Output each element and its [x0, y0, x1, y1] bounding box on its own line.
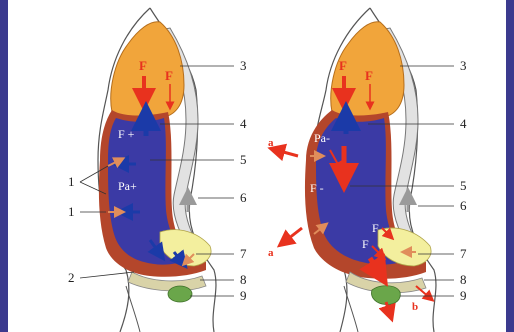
right-F-label-2: F: [365, 68, 373, 83]
left-num-5: 5: [240, 152, 247, 167]
left-num-9: 9: [240, 288, 247, 303]
right-rectum-green: [371, 286, 400, 305]
right-a-lower-label: a: [268, 247, 274, 259]
left-leg-outline: [126, 286, 140, 332]
right-num-4: 4: [460, 116, 467, 131]
right-Pa-minus-label: Pa-: [314, 131, 330, 145]
left-num-7: 7: [240, 246, 247, 261]
left-num-1a: 1: [68, 174, 75, 189]
left-F-label-1: F: [139, 58, 147, 73]
left-rectum-green: [168, 286, 192, 302]
right-leg-outline: [344, 286, 358, 332]
left-F-plus-label: F +: [118, 127, 135, 141]
left-num-2: 2: [68, 270, 75, 285]
right-torso-figure: F F Pa- F - a a F F: [268, 8, 467, 332]
left-leader-2: [80, 272, 134, 278]
left-num-3: 3: [240, 58, 247, 73]
left-torso-figure: F F F + Pa+: [68, 8, 247, 332]
left-Pa-plus-label: Pa+: [118, 179, 137, 193]
right-b-label: b: [412, 301, 418, 313]
right-F-lower-label-2: F: [362, 237, 369, 251]
right-F-label-1: F: [339, 58, 347, 73]
right-num-8: 8: [460, 272, 467, 287]
right-num-3: 3: [460, 58, 467, 73]
left-num-1b: 1: [68, 204, 75, 219]
right-num-9: 9: [460, 288, 467, 303]
right-outward-arrow-a-upper: [276, 150, 298, 156]
left-F-label-2: F: [165, 68, 173, 83]
left-num-8: 8: [240, 272, 247, 287]
right-a-upper-label: a: [268, 137, 274, 149]
right-num-6: 6: [460, 198, 467, 213]
left-num-4: 4: [240, 116, 247, 131]
right-outward-arrow-a-lower: [284, 228, 302, 242]
right-F-lower-label-1: F: [372, 221, 379, 235]
right-num-7: 7: [460, 246, 467, 261]
right-num-5: 5: [460, 178, 467, 193]
right-F-minus-label: F -: [310, 181, 324, 195]
left-num-6: 6: [240, 190, 247, 205]
